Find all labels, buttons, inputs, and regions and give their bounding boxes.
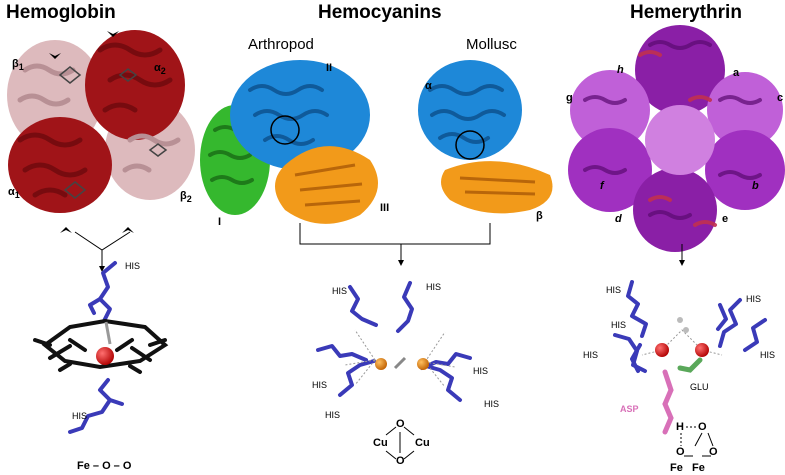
chain-c-label: c xyxy=(777,92,784,104)
hemoglobin-his-bottom-label: HIS xyxy=(72,411,88,421)
subunit-alpha1-label: α1 xyxy=(8,186,20,201)
hemerythrin-structure xyxy=(568,25,785,252)
cu-his-label-3: HIS xyxy=(312,380,328,390)
subunit-beta2-label: β2 xyxy=(180,190,192,205)
chain-d-label: d xyxy=(615,213,622,225)
cu-his-label-6: HIS xyxy=(484,399,500,409)
subunit-beta1-label: β1 xyxy=(12,58,24,73)
cu-site-cu-right: Cu xyxy=(415,437,430,449)
cu-his-label-2: HIS xyxy=(426,282,442,292)
cu-his-label-1: HIS xyxy=(332,286,348,296)
hemerythrin-title: Hemerythrin xyxy=(630,2,742,23)
cu-his-label-4: HIS xyxy=(473,366,489,376)
cu-site-cu-left: Cu xyxy=(373,437,388,449)
hemoglobin-structure xyxy=(7,30,195,272)
chain-b-label: b xyxy=(752,180,759,192)
fe-his-label-4: HIS xyxy=(583,350,599,360)
fe-site-o1: O xyxy=(698,421,707,433)
hemoglobin-his-top-label: HIS xyxy=(125,261,141,271)
domain-II-label: II xyxy=(326,62,333,74)
fe-site-fe-right: Fe xyxy=(692,462,705,474)
cu-site-o-bottom: O xyxy=(396,455,405,467)
mollusc-hemocyanin-structure xyxy=(418,60,553,214)
cu-site-o-top: O xyxy=(396,418,405,430)
chain-e-label: e xyxy=(722,213,729,225)
arthropod-hemocyanin-structure xyxy=(200,60,378,224)
asp-label: ASP xyxy=(620,404,639,414)
domain-beta-label: β xyxy=(536,210,543,222)
fe-his-label-3: HIS xyxy=(746,294,762,304)
hemoglobin-title: Hemoglobin xyxy=(6,2,116,23)
domain-alpha-label: α xyxy=(425,80,432,92)
fe-site-h: H xyxy=(676,421,684,433)
fe-site-o2: O xyxy=(676,446,685,458)
hemoglobin-site-formula: Fe – O – O xyxy=(77,460,132,472)
diiron-site-model xyxy=(613,280,767,457)
chain-f-label: f xyxy=(600,180,604,192)
copper-site-model xyxy=(316,281,472,460)
cu-his-label-5: HIS xyxy=(325,410,341,420)
hemocyanins-title: Hemocyanins xyxy=(318,2,442,23)
arthropod-subtitle: Arthropod xyxy=(248,36,314,53)
heme-site-model xyxy=(33,261,169,434)
fe-site-fe-left: Fe xyxy=(670,462,683,474)
mollusc-subtitle: Mollusc xyxy=(466,36,517,53)
fe-his-label-1: HIS xyxy=(606,285,622,295)
fe-his-label-5: HIS xyxy=(760,350,776,360)
fe-site-o3: O xyxy=(709,446,718,458)
chain-a-label: a xyxy=(733,67,740,79)
domain-III-label: III xyxy=(380,202,390,214)
glu-label: GLU xyxy=(690,382,709,392)
domain-I-label: I xyxy=(218,216,222,228)
chain-h-label: h xyxy=(617,64,624,76)
subunit-alpha2-label: α2 xyxy=(154,62,166,77)
fe-his-label-2: HIS xyxy=(611,320,627,330)
chain-g-label: g xyxy=(566,92,573,104)
